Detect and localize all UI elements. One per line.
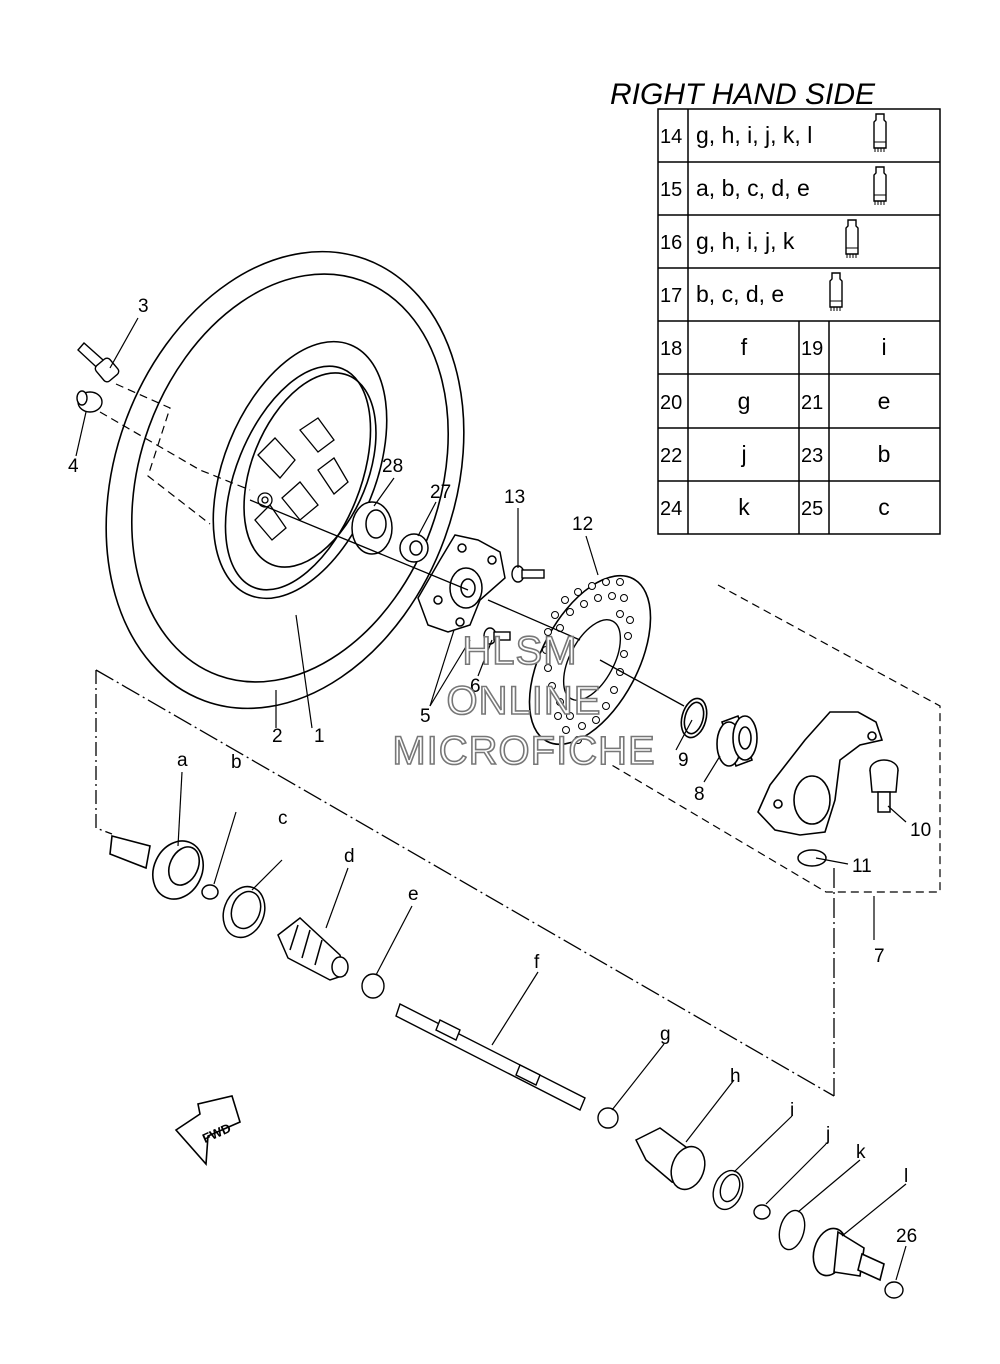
cv-boot-h xyxy=(634,1127,706,1191)
table-cell-part: g xyxy=(738,388,751,414)
boot-band-e xyxy=(361,973,385,999)
table-row-num: 14 xyxy=(660,126,682,148)
wheel-rim xyxy=(254,417,349,541)
dashed-lines xyxy=(99,383,941,893)
callout-4: 4 xyxy=(68,456,79,477)
snap-ring xyxy=(797,849,827,867)
hub-cap xyxy=(351,501,393,555)
circlip-j xyxy=(753,1204,771,1220)
callout-h: h xyxy=(730,1066,741,1087)
table-cell-part: c xyxy=(878,494,890,520)
table-cell-num: 23 xyxy=(801,445,823,467)
steering-knuckle xyxy=(757,711,884,836)
drive-shaft-f xyxy=(395,1003,586,1111)
callout-10: 10 xyxy=(910,820,931,841)
brake-disc xyxy=(528,574,652,746)
circlip-26 xyxy=(884,1281,904,1299)
table-row-num: 17 xyxy=(660,285,682,307)
callout-1: 1 xyxy=(314,726,325,747)
grease-tube-icon xyxy=(873,113,887,153)
callout-d: d xyxy=(344,846,355,867)
leader-lines xyxy=(75,317,907,1281)
cv-joint-outer xyxy=(109,834,204,900)
callout-labels: 1 2 3 4 5 6 7 8 9 10 11 12 13 26 27 28 a… xyxy=(68,296,931,1247)
parts-table: RIGHT HAND SIDE 14 g, h, i, j, k, l 15 a… xyxy=(610,78,941,535)
ball-joint xyxy=(869,759,899,813)
watermark: HLSM ONLINE MICROFICHE xyxy=(392,628,656,774)
table-cell-num: 22 xyxy=(660,445,682,467)
table-cell-part: f xyxy=(741,334,748,360)
table-row-num: 16 xyxy=(660,232,682,254)
valve-cap xyxy=(76,390,103,413)
callout-12: 12 xyxy=(572,514,593,535)
wheel-hub xyxy=(417,534,506,633)
table-cell-num: 20 xyxy=(660,392,682,414)
callout-c: c xyxy=(278,808,288,829)
watermark-line1: HLSM xyxy=(462,629,577,673)
callout-11: 11 xyxy=(852,856,872,877)
callout-f: f xyxy=(534,952,540,973)
boot-band-g xyxy=(597,1107,619,1129)
callout-k: k xyxy=(856,1142,866,1163)
table-cell-num: 18 xyxy=(660,338,682,360)
table-row-parts: a, b, c, d, e xyxy=(696,175,810,201)
callout-8: 8 xyxy=(694,784,705,805)
callout-i: i xyxy=(790,1100,794,1121)
table-cell-part: b xyxy=(878,441,891,467)
callout-9: 9 xyxy=(678,750,689,771)
table-row-parts: g, h, i, j, k, l xyxy=(696,122,812,148)
callout-g: g xyxy=(660,1024,671,1045)
circlip xyxy=(680,697,708,739)
axis-lines xyxy=(95,499,835,1097)
table-cell-num: 25 xyxy=(801,498,823,520)
table-cell-part: k xyxy=(738,494,750,520)
tire xyxy=(105,250,465,710)
callout-b: b xyxy=(231,752,242,773)
fwd-arrow-icon: FWD xyxy=(174,1095,241,1166)
castle-nut xyxy=(399,533,429,563)
callout-13: 13 xyxy=(504,487,525,508)
callout-l: l xyxy=(904,1166,908,1187)
callout-2: 2 xyxy=(272,726,283,747)
cv-boot-d xyxy=(277,917,349,981)
callout-5: 5 xyxy=(420,706,431,727)
table-title: RIGHT HAND SIDE xyxy=(610,78,876,111)
grease-tube-icon xyxy=(829,272,843,312)
table-row-parts: g, h, i, j, k xyxy=(696,228,795,254)
grease-tube-icon xyxy=(845,219,859,259)
callout-7: 7 xyxy=(874,946,885,967)
table-cell-part: e xyxy=(878,388,891,414)
table-row-parts: b, c, d, e xyxy=(696,281,784,307)
callout-3: 3 xyxy=(138,296,149,317)
callout-28: 28 xyxy=(382,456,403,477)
valve-stem xyxy=(77,342,120,383)
grease-tube-icon xyxy=(873,166,887,206)
table-row-num: 15 xyxy=(660,179,682,201)
callout-27: 27 xyxy=(430,482,451,503)
cv-joint-inner xyxy=(812,1227,885,1282)
callout-j: j xyxy=(825,1124,830,1145)
table-cell-num: 24 xyxy=(660,498,682,520)
boot-band-c xyxy=(222,885,266,939)
callout-26: 26 xyxy=(896,1226,917,1247)
wheel-bearing xyxy=(716,714,758,768)
callout-6: 6 xyxy=(470,676,481,697)
watermark-line2: ONLINE xyxy=(447,679,602,723)
circlip-b xyxy=(201,884,219,900)
hub-bolt xyxy=(511,565,545,583)
boot-band-i xyxy=(712,1169,744,1211)
callout-e: e xyxy=(408,884,419,905)
table-cell-part: j xyxy=(740,441,746,467)
o-ring-k xyxy=(778,1209,806,1251)
watermark-line3: MICROFICHE xyxy=(392,729,655,773)
table-cell-part: i xyxy=(881,334,886,360)
table-cell-num: 21 xyxy=(801,392,823,414)
table-cell-num: 19 xyxy=(801,338,823,360)
callout-a: a xyxy=(177,750,188,771)
